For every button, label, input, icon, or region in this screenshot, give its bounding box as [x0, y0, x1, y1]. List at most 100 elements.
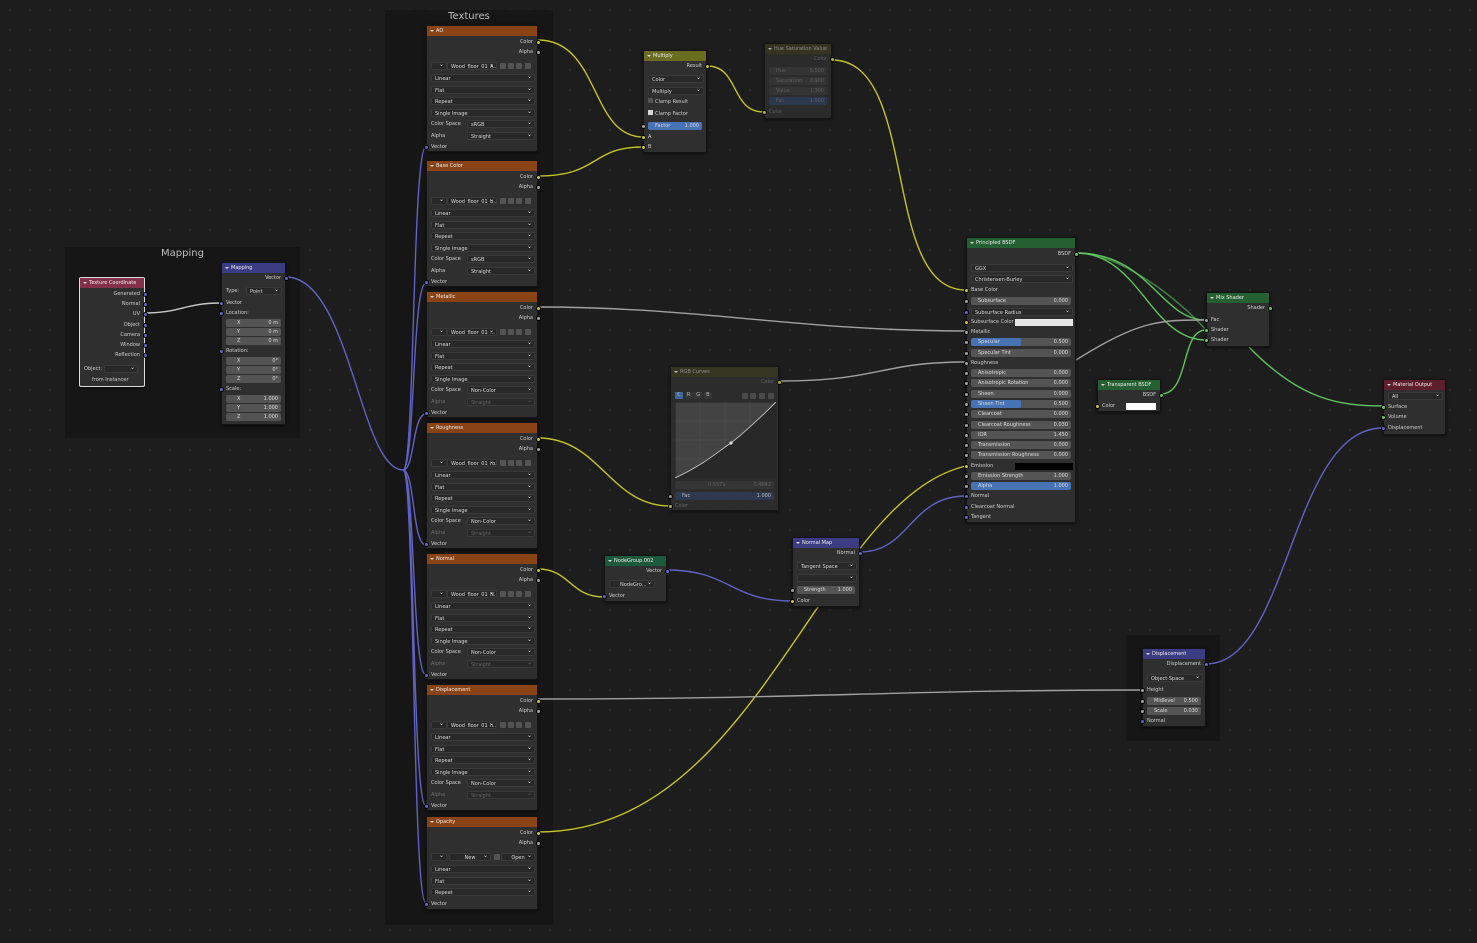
interpolation-dropdown[interactable]: Linear: [431, 733, 535, 741]
bsdf-out-socket[interactable]: [1074, 252, 1079, 257]
hsv-header[interactable]: Hue Saturation Value: [765, 44, 831, 54]
texture-coordinate-header[interactable]: Texture Coordinate: [80, 278, 144, 288]
texture-alpha-socket[interactable]: [536, 185, 541, 190]
extension-dropdown[interactable]: Repeat: [431, 756, 535, 764]
base-color-socket[interactable]: [964, 288, 969, 293]
normal-map-in-socket[interactable]: [790, 599, 795, 604]
group-out-socket[interactable]: [665, 569, 670, 574]
interpolation-dropdown[interactable]: Linear: [431, 340, 535, 348]
emission-strength-socket[interactable]: [964, 474, 969, 479]
output-target-dropdown[interactable]: All: [1388, 392, 1443, 400]
sheen-socket[interactable]: [964, 392, 969, 397]
extension-dropdown[interactable]: Repeat: [431, 625, 535, 633]
texture-color-socket[interactable]: [536, 306, 541, 311]
roughness-socket[interactable]: [964, 361, 969, 366]
zoom-in-icon[interactable]: [742, 393, 748, 399]
displacement-header[interactable]: Displacement: [1143, 649, 1205, 659]
bsdf-header[interactable]: Principled BSDF: [967, 238, 1075, 248]
image-texture-node[interactable]: NormalColorAlphaWood_floor_01_N...Linear…: [424, 553, 541, 680]
subsurface-socket[interactable]: [964, 299, 969, 304]
node-group-selector[interactable]: NodeGro...: [609, 580, 655, 588]
midlevel-socket[interactable]: [1140, 699, 1145, 704]
image-browse[interactable]: [431, 721, 447, 729]
duplicate-icon[interactable]: [508, 591, 514, 597]
fake-user-icon[interactable]: [500, 329, 506, 335]
ior-socket[interactable]: [964, 433, 969, 438]
mix-shader1-socket[interactable]: [1204, 328, 1209, 333]
source-dropdown[interactable]: Single Image: [431, 109, 535, 117]
extension-dropdown[interactable]: Repeat: [431, 363, 535, 371]
opacity-header[interactable]: Opacity: [427, 817, 537, 827]
multiply-data-type[interactable]: Color: [648, 75, 704, 83]
disp-scale-socket[interactable]: [1140, 709, 1145, 714]
clamp-result-checkbox[interactable]: Clamp Result: [648, 98, 702, 106]
camera-socket[interactable]: [143, 333, 148, 338]
mix-out-socket[interactable]: [1268, 306, 1273, 311]
folder-icon[interactable]: [516, 722, 522, 728]
scale-socket[interactable]: [219, 387, 224, 392]
clamp-factor-checkbox[interactable]: Clamp Factor: [648, 110, 702, 118]
uv-map-field[interactable]: [797, 574, 857, 582]
image-texture-node[interactable]: MetallicColorAlphaWood_floor_01_...Linea…: [424, 291, 541, 418]
texture-header[interactable]: Normal: [427, 554, 537, 564]
curves-fac-socket[interactable]: [668, 494, 673, 499]
projection-dropdown[interactable]: Flat: [431, 483, 535, 491]
strength-socket[interactable]: [790, 588, 795, 593]
curves-out-socket[interactable]: [777, 380, 782, 385]
node-group-node[interactable]: NodeGroup.002 Vector NodeGro... Vector: [602, 555, 670, 602]
material-output-header[interactable]: Material Output: [1384, 380, 1445, 390]
duplicate-icon[interactable]: [508, 63, 514, 69]
transparent-header[interactable]: Transparent BSDF: [1098, 380, 1160, 390]
transmission-roughness-socket[interactable]: [964, 453, 969, 458]
subsurface-radius-field[interactable]: Subsurface Radius: [971, 308, 1073, 316]
normal-map-header[interactable]: Normal Map: [793, 538, 859, 548]
subsurface-color-swatch[interactable]: [1015, 319, 1073, 326]
transparent-color-swatch[interactable]: [1126, 403, 1156, 410]
color-space-dropdown[interactable]: sRGB: [467, 255, 535, 263]
interpolation-dropdown[interactable]: Linear: [431, 471, 535, 479]
material-output-node[interactable]: Material Output All Surface Volume Displ…: [1381, 379, 1446, 435]
opacity-open-button[interactable]: Open: [501, 853, 535, 861]
close-icon[interactable]: [525, 591, 531, 597]
mapping-in-socket[interactable]: [219, 301, 224, 306]
transparent-in-socket[interactable]: [1095, 404, 1100, 409]
window-socket[interactable]: [143, 343, 148, 348]
close-icon[interactable]: [525, 63, 531, 69]
from-instancer-checkbox[interactable]: from Instancer: [92, 377, 129, 383]
mix-fac-socket[interactable]: [1204, 318, 1209, 323]
fake-user-icon[interactable]: [500, 722, 506, 728]
image-texture-node[interactable]: RoughnessColorAlphaWood_floor_01_ro...Li…: [424, 422, 541, 549]
fake-user-icon[interactable]: [500, 460, 506, 466]
image-texture-node[interactable]: AOColorAlphaWood_floor_01_A...LinearFlat…: [424, 25, 541, 152]
texture-coordinate-node[interactable]: Texture Coordinate Generated Normal UV O…: [79, 277, 148, 387]
close-icon[interactable]: [768, 393, 774, 399]
folder-icon[interactable]: [516, 329, 522, 335]
extension-dropdown[interactable]: Repeat: [431, 97, 535, 105]
uv-socket[interactable]: [143, 312, 148, 317]
folder-icon[interactable]: [516, 460, 522, 466]
transparent-out-socket[interactable]: [1159, 393, 1164, 398]
texture-vector-socket[interactable]: [424, 145, 429, 150]
specular-tint-socket[interactable]: [964, 351, 969, 356]
displacement-out-socket[interactable]: [1204, 662, 1209, 667]
mapping-node[interactable]: Mapping Vector Type: Point Vector Locati…: [219, 262, 289, 425]
mapping-out-socket[interactable]: [284, 276, 289, 281]
image-browse[interactable]: [431, 328, 447, 336]
clearcoat-socket[interactable]: [964, 412, 969, 417]
normal-map-space[interactable]: Tangent Space: [797, 562, 857, 570]
texture-header[interactable]: AO: [427, 26, 537, 36]
